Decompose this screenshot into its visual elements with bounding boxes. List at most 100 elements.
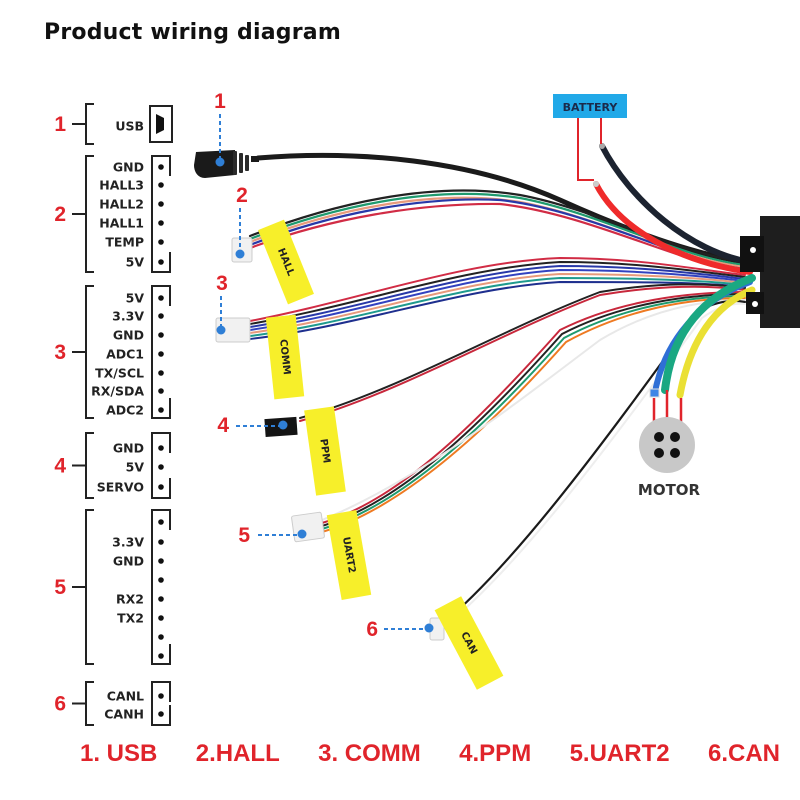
pin-dot (158, 693, 164, 699)
legend-item-hall: 2.HALL (195, 740, 280, 767)
uart2-wire-black (321, 293, 746, 527)
uart2-wire-orange (321, 297, 746, 533)
pin-dot (158, 332, 164, 338)
pin-label: RX/SDA (91, 384, 144, 399)
pin-label: HALL1 (99, 216, 144, 231)
hall-wire-salmon (248, 196, 747, 269)
callout-dot (297, 529, 307, 539)
usb-port-glyph (156, 114, 164, 134)
cable-tag-uart2: UART2 (326, 510, 372, 600)
comm-wire-red (249, 256, 746, 322)
cable-tag-hall: HALL (258, 219, 314, 305)
comm-wire-blue (249, 264, 746, 328)
tag-label: PPM (317, 438, 331, 464)
pin-label: ADC1 (106, 347, 144, 362)
tag-body (434, 596, 504, 690)
usb-port-icon (149, 105, 173, 143)
callout-number: 4 (217, 414, 229, 437)
tag-body (326, 510, 372, 600)
pin-dot (158, 313, 164, 319)
pin-dot (158, 351, 164, 357)
callout-number: 1 (214, 90, 226, 113)
pin-dot (158, 519, 164, 525)
uart2-wire-green (321, 295, 746, 530)
uart2-wire-red (321, 291, 746, 524)
pin-label: 5V (126, 460, 145, 475)
group-number: 1 (54, 113, 66, 136)
uart2-connector-icon (291, 511, 325, 543)
group-number: 4 (54, 455, 66, 478)
pin-dot (158, 370, 164, 376)
pin-dot (158, 259, 164, 265)
group-bracket (85, 681, 94, 726)
cable-tag-ppm: PPM (304, 406, 346, 496)
callout-dot (216, 325, 226, 335)
motor-blue-end (649, 388, 660, 398)
battery-lead-red (577, 118, 594, 181)
hall-wire-black (248, 189, 747, 264)
header-outline (151, 432, 171, 499)
callout-5: 5 (238, 524, 307, 547)
group-bracket (85, 155, 94, 273)
group-number: 6 (54, 693, 66, 716)
callout-4: 4 (217, 414, 288, 437)
pin-dot (158, 464, 164, 470)
battery-annotation: BATTERY (553, 94, 627, 181)
comm-wire-blue2 (249, 268, 746, 331)
pin-dot (158, 653, 164, 659)
motor-connector-icon (639, 417, 695, 473)
page-title: Product wiring diagram (44, 20, 341, 45)
pin-label: GND (113, 554, 144, 569)
pin-label: 5V (126, 255, 145, 270)
pin-label: USB (115, 119, 144, 134)
pin-dot (158, 539, 164, 545)
legend-item-can: 6.CAN (707, 740, 780, 767)
tag-body (265, 314, 305, 400)
battery-black-end (599, 143, 605, 149)
callout-dot (215, 157, 225, 167)
pin-label: TX/SCL (95, 366, 144, 381)
uart2-wire-white (321, 299, 746, 521)
battery-label-box (553, 94, 627, 118)
pin-dot (158, 634, 164, 640)
battery-label: BATTERY (563, 101, 619, 114)
pin-dot (158, 577, 164, 583)
legend: 1. USB 2.HALL 3. COMM 4.PPM 5.UART2 6.CA… (80, 740, 780, 768)
pin-dot (158, 484, 164, 490)
battery-wire-black (599, 143, 753, 265)
battery-red-end (593, 181, 599, 187)
pin-label: TEMP (105, 235, 144, 250)
callout-3: 3 (216, 272, 228, 335)
callout-number: 3 (216, 272, 228, 295)
battery-wire-red (593, 181, 753, 275)
can-wire-black (438, 299, 747, 628)
pin-label: 3.3V (112, 309, 144, 324)
comm-wire-salmon (249, 272, 746, 334)
legend-item-uart2: 5.UART2 (569, 740, 670, 767)
pin-label: SERVO (97, 480, 144, 495)
group-bracket (85, 103, 94, 145)
pin-dot (158, 615, 164, 621)
group-bracket (85, 432, 94, 499)
motor-annotation: MOTOR (638, 390, 701, 499)
callout-dot (278, 420, 288, 430)
hall-wire-blue (248, 198, 747, 271)
can-wire-white (439, 302, 746, 631)
hall-wire-green (248, 192, 747, 267)
pin-dot (158, 407, 164, 413)
pin-dot (158, 295, 164, 301)
legend-item-usb: 1. USB (80, 740, 158, 767)
pin-dot (158, 558, 164, 564)
pin-dot (158, 201, 164, 207)
pin-dot (158, 182, 164, 188)
pin-label: ADC2 (106, 403, 144, 418)
pin-label: GND (113, 160, 144, 175)
header-outline (151, 155, 171, 273)
